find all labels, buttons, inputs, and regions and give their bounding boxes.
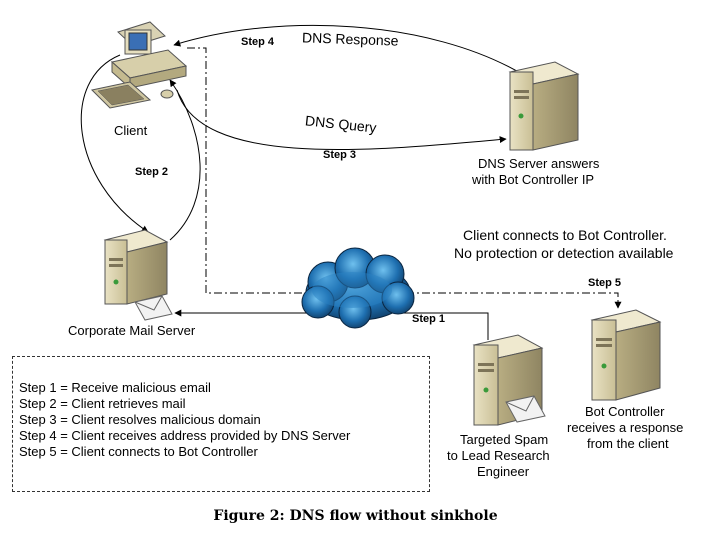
legend-item: Step 3 = Client resolves malicious domai…	[19, 412, 261, 427]
mail-server-label: Corporate Mail Server	[68, 323, 196, 338]
bot-controller-label-line3: from the client	[587, 436, 669, 451]
spam-source-label-line2: to Lead Research	[447, 448, 550, 463]
mail-envelope-icon	[134, 295, 173, 321]
bot-controller-icon	[590, 309, 662, 401]
dns-server-label-line1: DNS Server answers	[478, 156, 600, 171]
dns-server-icon	[508, 61, 580, 151]
legend-item: Step 2 = Client retrieves mail	[19, 396, 186, 411]
legend-item: Step 4 = Client receives address provide…	[19, 428, 351, 443]
step5-label: Step 5	[588, 277, 622, 289]
client-computer-icon	[90, 21, 188, 109]
figure-caption: Figure 2: DNS flow without sinkhole	[213, 508, 498, 524]
dns-response-arrow	[173, 24, 523, 75]
dns-response-label: DNS Response	[301, 29, 399, 49]
step5-path	[187, 47, 622, 309]
step1-arrow	[174, 309, 489, 340]
step4-label: Step 4	[241, 36, 275, 48]
note-line1: Client connects to Bot Controller.	[463, 227, 667, 243]
step2-arrow-up	[169, 79, 201, 241]
dns-server-label-line2: with Bot Controller IP	[472, 172, 595, 187]
step2-arrow-down	[80, 54, 149, 233]
dns-query-arrow	[176, 89, 507, 151]
mail-server-icon	[103, 229, 169, 305]
internet-cloud	[301, 247, 415, 329]
spam-source-label-line1: Targeted Spam	[460, 432, 549, 447]
step2-label: Step 2	[135, 166, 169, 178]
step3-label: Step 3	[323, 149, 357, 161]
step1-label: Step 1	[412, 313, 446, 325]
spam-envelope-icon	[505, 395, 546, 423]
legend-item: Step 1 = Receive malicious email	[19, 380, 211, 395]
note-line2: No protection or detection available	[454, 245, 674, 261]
client-label: Client	[114, 123, 148, 138]
legend-item: Step 5 = Client connects to Bot Controll…	[19, 444, 258, 459]
spam-source-label-line3: Engineer	[477, 464, 530, 479]
bot-controller-label-line1: Bot Controller	[585, 404, 665, 419]
legend-box: Step 1 = Receive malicious email Step 2 …	[12, 356, 430, 492]
bot-controller-label-line2: receives a response	[567, 420, 684, 435]
